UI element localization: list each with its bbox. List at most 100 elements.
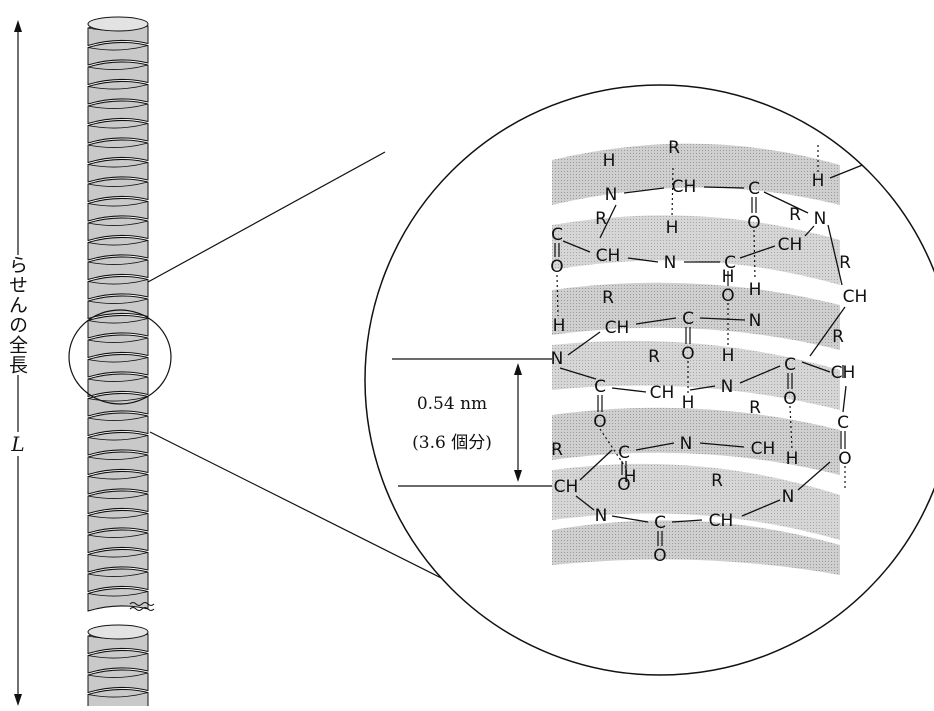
coil-turn-edge xyxy=(87,84,149,90)
pitch-value: 0.54 nm xyxy=(392,394,512,414)
coil-turn xyxy=(87,159,149,183)
atom-label: C xyxy=(837,413,849,433)
coil-turn xyxy=(87,650,149,674)
pitch-measure xyxy=(392,358,552,487)
coil-cap xyxy=(87,624,149,640)
atom-label: H xyxy=(553,316,566,336)
atom-label: R xyxy=(839,253,851,273)
atom-label: O xyxy=(593,412,606,432)
coil-turn-edge xyxy=(87,415,149,421)
atom-label: H xyxy=(812,171,825,191)
coil-turn-edge xyxy=(87,552,149,558)
coil-turn xyxy=(87,315,149,339)
coil-turn xyxy=(87,568,149,593)
coil-turn xyxy=(87,412,149,437)
atom-label: N xyxy=(595,506,608,526)
coil-turn xyxy=(87,432,149,456)
atom-label: O xyxy=(838,449,851,469)
coil-turn xyxy=(87,490,149,515)
atom-label: N xyxy=(749,311,762,331)
helix-length-label: らせんの全長 xyxy=(2,255,32,375)
coil-turn xyxy=(87,120,149,144)
atom-label: O xyxy=(681,344,694,364)
atom-label: N xyxy=(664,253,677,273)
atom-label: N xyxy=(551,349,564,369)
coil-turn-edge xyxy=(87,259,149,265)
coil-turn-edge xyxy=(87,220,149,226)
length-symbol: L xyxy=(8,432,28,456)
coil-turn-edge xyxy=(87,201,149,207)
coil-turn-edge xyxy=(87,454,149,460)
atom-label: C xyxy=(682,309,694,329)
atom-label: R xyxy=(789,205,801,225)
atom-label: O xyxy=(721,286,734,306)
atom-label: R xyxy=(648,347,660,367)
coil-turn xyxy=(87,81,149,105)
atom-label: C xyxy=(784,355,796,375)
coil-turn-edge xyxy=(87,376,149,382)
coil-turn-edge xyxy=(87,318,149,324)
coil-turn-edge xyxy=(87,357,149,363)
coil-turn-edge xyxy=(87,181,149,187)
coil-turn xyxy=(87,61,149,86)
coil-turn-edge xyxy=(87,298,149,304)
atom-label: CH xyxy=(672,177,697,197)
coil-turn xyxy=(87,510,149,534)
atom-label: R xyxy=(832,327,844,347)
coil-turn-edge xyxy=(87,240,149,246)
coil-turn xyxy=(87,198,149,222)
coiled-helix-lower xyxy=(87,624,149,711)
coil-turn-edge xyxy=(87,162,149,168)
coil-turn-edge xyxy=(87,337,149,343)
coil-turn-edge xyxy=(87,45,149,51)
coil-turn xyxy=(87,100,149,125)
atom-label: CH xyxy=(650,383,675,403)
atom-label: N xyxy=(782,487,795,507)
atom-label: N xyxy=(605,185,618,205)
pitch-residues: (3.6 個分) xyxy=(392,428,512,453)
atom-label: O xyxy=(550,257,563,277)
coil-turn xyxy=(87,178,149,203)
coil-turn xyxy=(87,669,149,694)
atom-label: CH xyxy=(605,318,630,338)
atom-label: H xyxy=(682,393,695,413)
coiled-helix-upper xyxy=(87,16,149,612)
atom-label: CH xyxy=(831,363,856,383)
atom-label: C xyxy=(748,179,760,199)
coil-turn xyxy=(87,334,149,359)
atom-label: H xyxy=(666,218,679,238)
coil-turn-edge xyxy=(87,672,149,678)
atom-label: CH xyxy=(709,511,734,531)
zoom-line-top xyxy=(147,151,386,283)
atom-label: R xyxy=(711,471,723,491)
atom-label: C xyxy=(618,443,630,463)
atom-label: O xyxy=(653,546,666,566)
atom-label: O xyxy=(617,475,630,495)
atom-label: H xyxy=(786,449,799,469)
coil-turn-edge xyxy=(87,142,149,148)
atom-label: C xyxy=(654,513,666,533)
coil-turn-edge xyxy=(87,591,149,597)
coil-turn-edge xyxy=(87,692,149,698)
coil-turn-edge xyxy=(87,474,149,480)
atom-label: C xyxy=(724,253,736,273)
coil-turn xyxy=(87,471,149,495)
atom-label: H xyxy=(722,267,735,287)
coil-turn xyxy=(87,237,149,261)
atom-label: N xyxy=(721,377,734,397)
atom-label: CH xyxy=(751,439,776,459)
atom-label: CH xyxy=(778,235,803,255)
coil-cap xyxy=(87,16,149,32)
coil-turn xyxy=(87,139,149,164)
coil-turn-edge xyxy=(87,532,149,538)
atom-label: H xyxy=(722,346,735,366)
break-mark xyxy=(129,602,155,611)
coil-turn-edge xyxy=(87,653,149,659)
coil-turn xyxy=(87,276,149,300)
atom-label: R xyxy=(551,440,563,460)
coil-turn-edge xyxy=(87,123,149,129)
atom-label: CH xyxy=(843,287,868,307)
atom-label: C xyxy=(551,225,563,245)
